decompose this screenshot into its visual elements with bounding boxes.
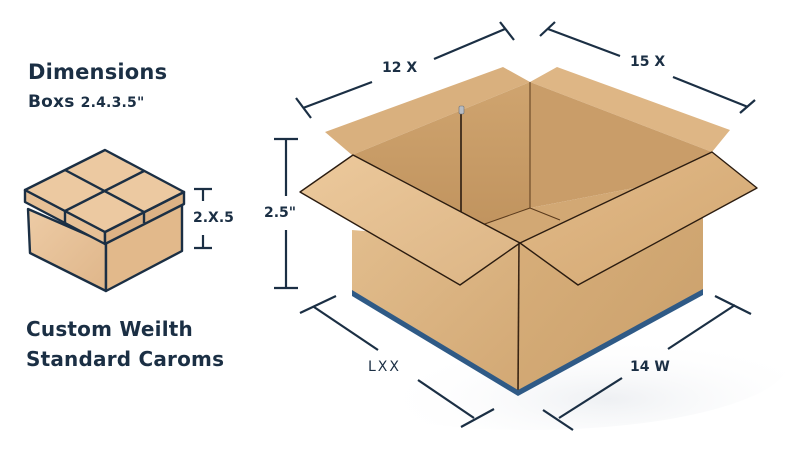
small-box-icon bbox=[23, 148, 186, 293]
caption-line-1: Custom Weilth bbox=[26, 317, 193, 341]
subtitle-value: 2.4.3.5" bbox=[80, 95, 145, 111]
open-cardboard-box bbox=[299, 67, 758, 396]
small-box-height-marker bbox=[194, 187, 212, 250]
panel-subtitle: Boxs 2.4.3.5" bbox=[28, 92, 144, 112]
dim-label-bottom-left: LXX bbox=[368, 359, 401, 375]
dim-label-height: 2.5" bbox=[264, 205, 297, 221]
dim-label-top-right: 15 X bbox=[630, 54, 666, 70]
small-box-height-label: 2.X.5 bbox=[193, 210, 234, 226]
panel-title: Dimensions bbox=[28, 60, 168, 84]
subtitle-label: Boxs bbox=[28, 92, 75, 112]
caption-line-2: Standard Caroms bbox=[26, 347, 225, 371]
dim-label-top-left: 12 X bbox=[382, 60, 418, 76]
dimension-lines bbox=[274, 21, 756, 431]
dim-label-bottom-right: 14 W bbox=[630, 359, 670, 375]
